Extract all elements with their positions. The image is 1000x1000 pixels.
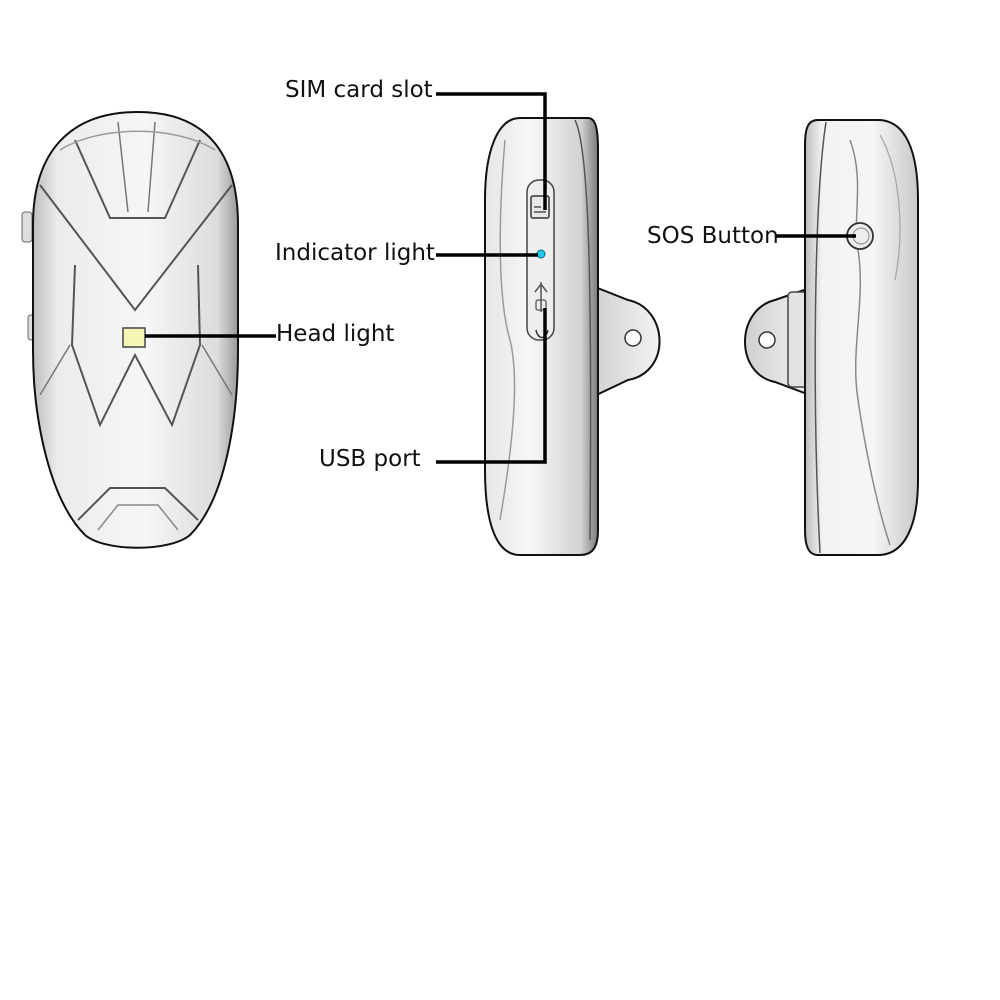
front-bottom-chevron: [77, 487, 199, 521]
front-w-facet: [70, 264, 202, 428]
usb-icon: [534, 282, 548, 312]
side-right-body-edge: [814, 121, 827, 554]
usb-port-opening: [535, 329, 549, 339]
front-x-facet: [39, 184, 233, 312]
front-bottom-chevron-inner: [97, 504, 179, 531]
indicator-light-led: [536, 249, 546, 259]
side-right-contour-2: [879, 134, 901, 281]
front-top-band: [59, 130, 216, 151]
leader-lines: [145, 92, 856, 464]
side-left-port-strip: [526, 179, 555, 341]
label-sos-button: SOS Button: [647, 223, 779, 249]
side-left-body-edge: [574, 119, 592, 541]
device-side-view-right: [744, 119, 919, 556]
side-right-body: [804, 119, 919, 556]
label-head-light: Head light: [276, 321, 394, 347]
leader-sim-card-slot: [436, 92, 547, 210]
side-left-mount-hole: [624, 329, 642, 347]
side-left-contour: [499, 139, 516, 521]
label-sim-card-slot: SIM card slot: [285, 77, 433, 103]
front-lower-facet: [39, 344, 233, 396]
front-top-inner-facet: [117, 121, 156, 213]
label-usb-port: USB port: [319, 446, 421, 472]
side-right-contour: [849, 139, 891, 546]
device-side-view-left: [484, 117, 661, 556]
label-indicator-light: Indicator light: [275, 240, 435, 266]
head-light-window: [122, 327, 146, 348]
side-left-mount-tab: [589, 283, 661, 400]
front-side-nub-top: [21, 211, 33, 243]
front-top-facet: [74, 139, 201, 219]
side-right-mount-hole: [758, 331, 776, 349]
device-front-view: [21, 110, 239, 549]
leader-usb-port: [436, 308, 547, 464]
